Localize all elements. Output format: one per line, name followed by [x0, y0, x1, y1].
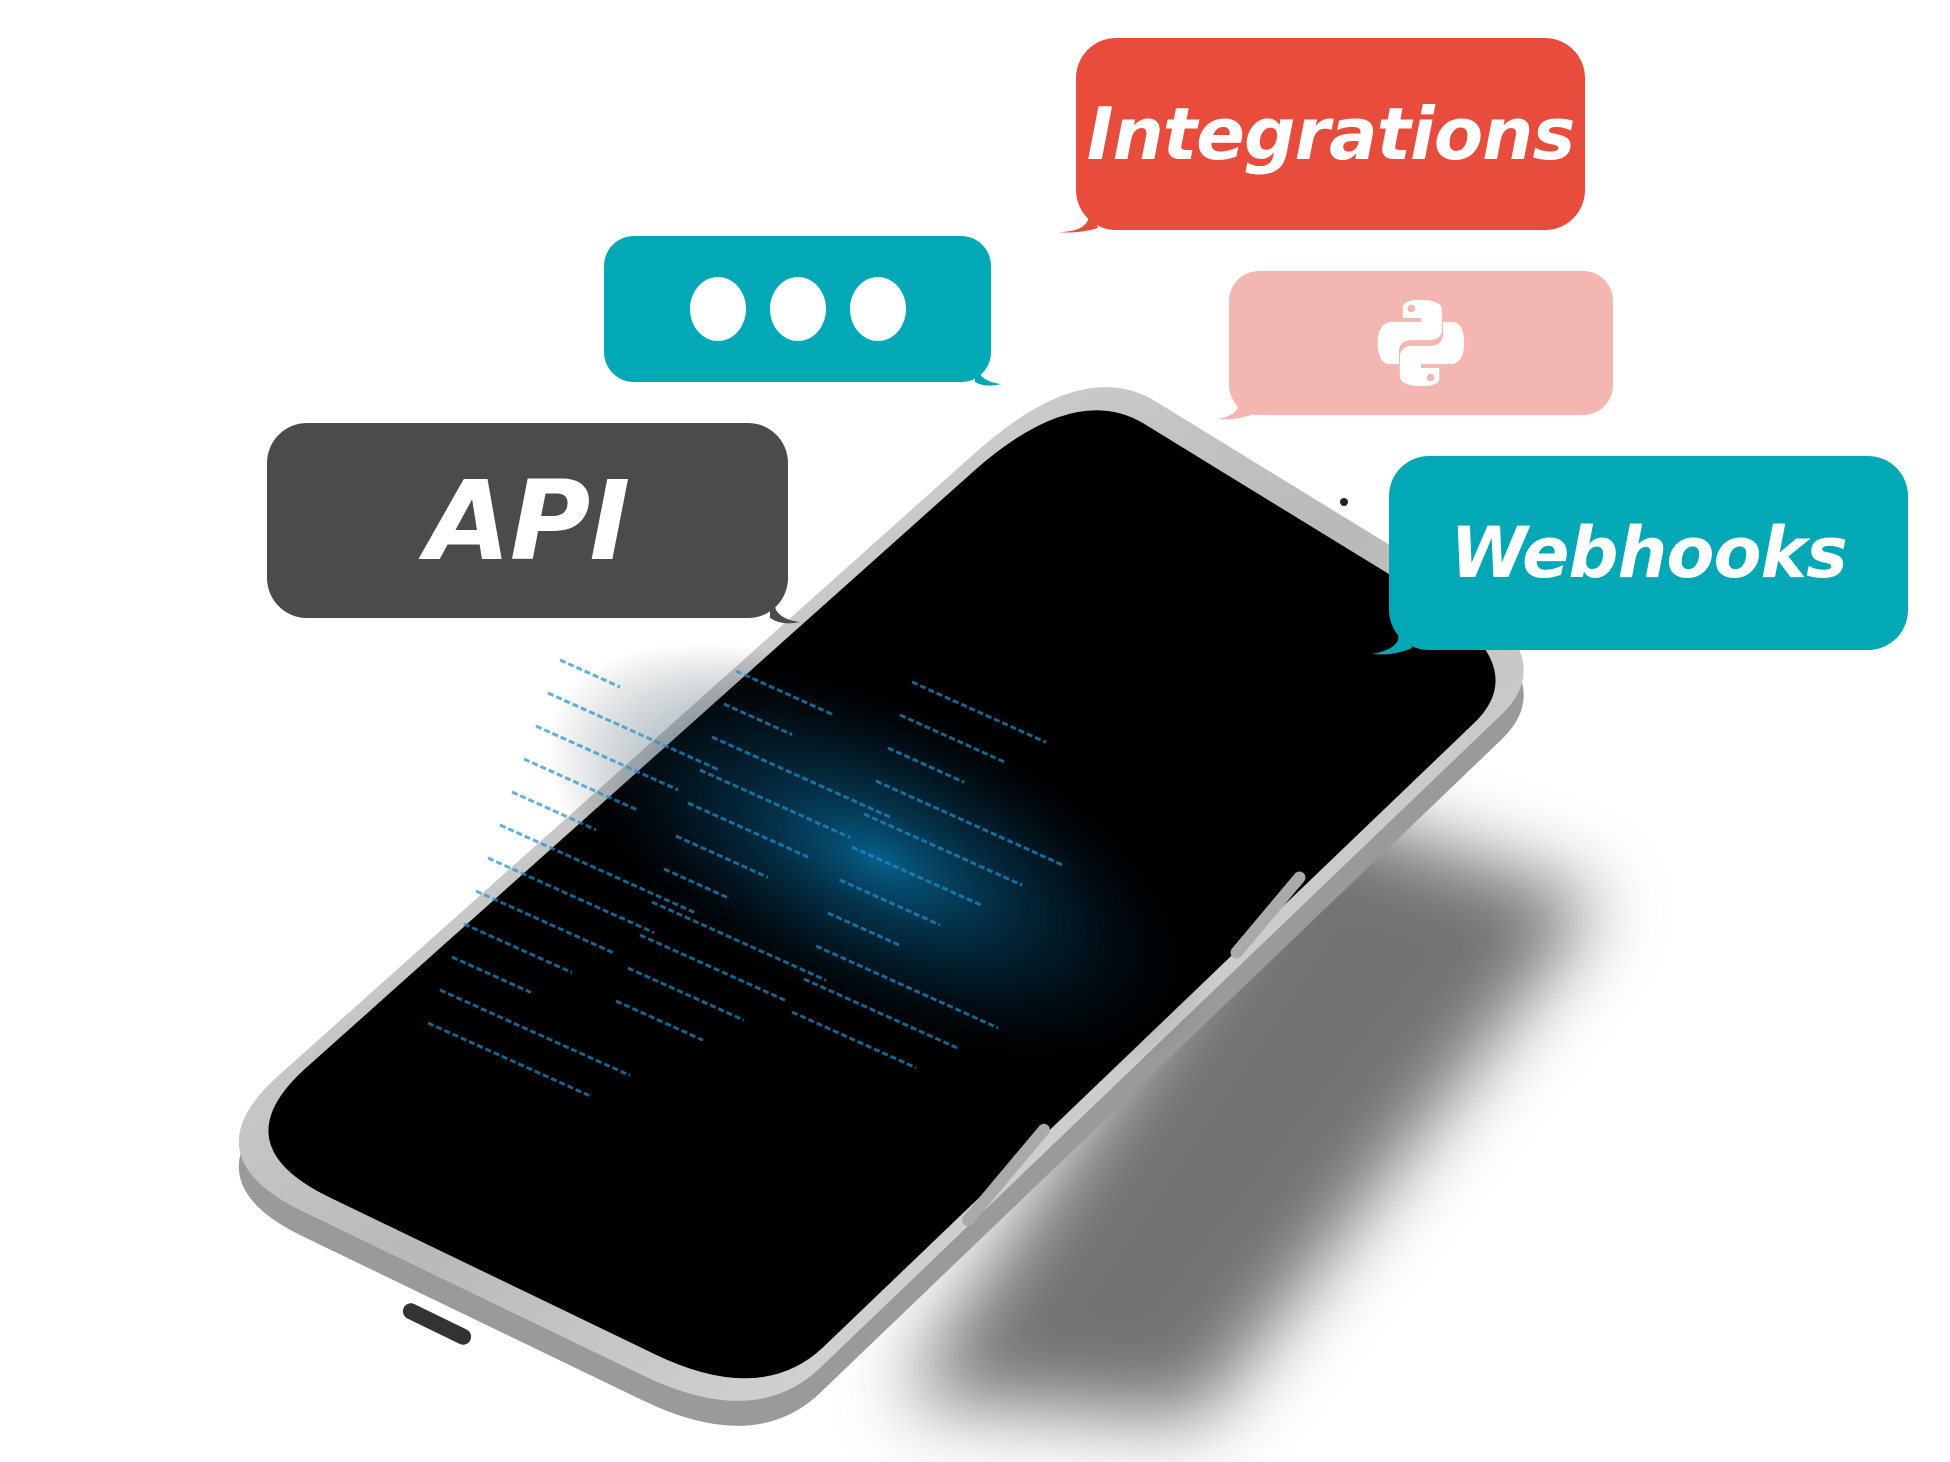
code-line — [699, 768, 851, 839]
code-line — [911, 680, 1047, 744]
code-line — [535, 724, 679, 792]
integrations-label: Integrations — [1086, 92, 1576, 176]
code-line — [803, 977, 958, 1050]
bubble-tail — [1216, 385, 1256, 420]
webhooks-label: Webhooks — [1450, 512, 1848, 594]
python-logo-icon — [1377, 299, 1465, 387]
code-line — [439, 988, 631, 1077]
webhooks-bubble: Webhooks — [1389, 456, 1908, 650]
code-line — [723, 702, 793, 736]
bubble-tail — [770, 588, 800, 624]
bubble-tail — [975, 352, 1001, 386]
front-camera — [1340, 498, 1348, 506]
code-line — [675, 834, 769, 879]
code-line — [487, 856, 655, 935]
code-line — [547, 691, 720, 772]
code-line — [887, 746, 965, 784]
volume-button — [1230, 871, 1306, 959]
python-bubble — [1229, 271, 1613, 415]
code-line — [615, 999, 704, 1042]
code-line — [839, 878, 941, 927]
code-line — [899, 713, 1006, 764]
code-line — [663, 867, 728, 899]
code-line — [523, 757, 638, 812]
typing-bubble — [604, 236, 991, 382]
code-line — [687, 801, 810, 859]
code-line — [651, 900, 827, 982]
code-line — [427, 1021, 590, 1097]
code-line — [475, 889, 614, 955]
code-line — [627, 966, 745, 1022]
api-bubble: API — [267, 423, 788, 618]
code-line — [451, 955, 532, 994]
code-line — [559, 658, 621, 689]
phone-shadow — [900, 800, 1600, 1420]
charging-port — [402, 1303, 472, 1345]
code-line — [815, 944, 999, 1030]
code-line — [863, 812, 1023, 887]
code-line — [875, 779, 1064, 867]
bubble-tail — [1372, 620, 1412, 655]
integrations-bubble: Integrations — [1076, 38, 1585, 230]
code-line — [711, 735, 892, 819]
code-line — [851, 845, 982, 907]
bubble-tail — [1058, 200, 1098, 233]
api-label: API — [425, 456, 631, 585]
code-lines — [427, 658, 1064, 1097]
code-line — [827, 911, 900, 947]
code-line — [791, 1010, 917, 1070]
side-button — [962, 1123, 1050, 1227]
code-line — [511, 790, 597, 832]
ellipsis-icon — [678, 277, 918, 341]
code-line — [463, 922, 573, 974]
